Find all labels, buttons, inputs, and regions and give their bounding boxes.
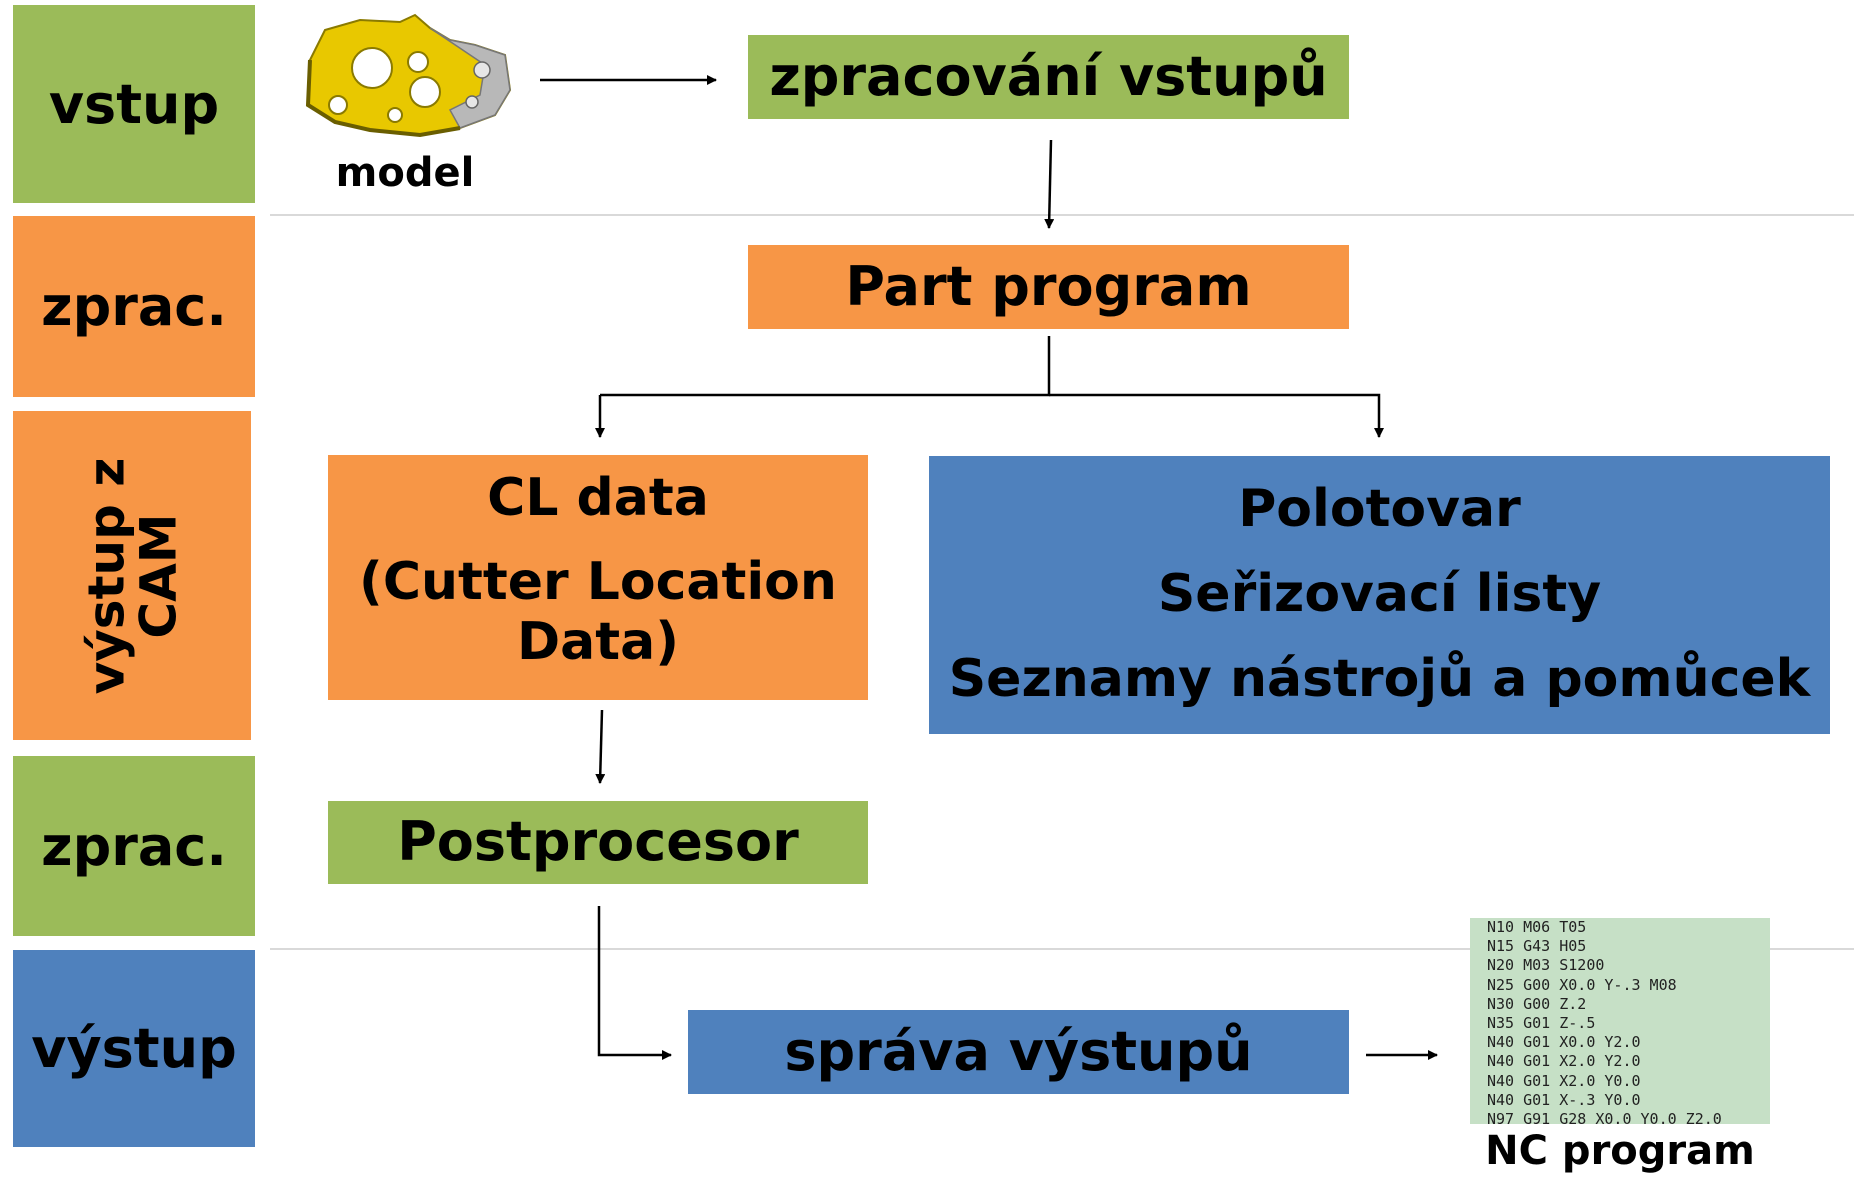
arrow-part-program-split bbox=[600, 336, 1051, 397]
lane-divider-bottom bbox=[270, 948, 1854, 950]
nc-program-caption: NC program bbox=[1485, 1128, 1755, 1174]
input-processing-label: zpracování vstupů bbox=[769, 44, 1328, 108]
lane-output-label: výstup bbox=[31, 1017, 237, 1080]
lane-processing-1-label: zprac. bbox=[41, 275, 227, 338]
output-management-box: správa výstupů bbox=[688, 1010, 1349, 1094]
nc-code-line: N35 G01 Z-.5 bbox=[1487, 1014, 1596, 1033]
seznamy-label: Seznamy nástrojů a pomůcek bbox=[948, 648, 1811, 709]
arrow-postprocesor-to-output bbox=[597, 906, 672, 1060]
arrow-cl-data-to-postprocesor bbox=[595, 709, 606, 784]
cam-outputs-box: Polotovar Seřizovací listy Seznamy nástr… bbox=[929, 456, 1830, 734]
input-processing-box: zpracování vstupů bbox=[748, 35, 1349, 119]
nc-code-line: N10 M06 T05 bbox=[1487, 918, 1587, 936]
lane-processing-1: zprac. bbox=[13, 216, 255, 397]
lane-processing-2-label: zprac. bbox=[41, 814, 227, 878]
nc-code-line: N97 G91 G28 X0.0 Y0.0 Z2.0 bbox=[1487, 1110, 1722, 1124]
part-program-box: Part program bbox=[748, 245, 1349, 329]
lane-cam-output: výstup z CAM bbox=[13, 411, 251, 740]
lane-output: výstup bbox=[13, 950, 255, 1147]
lane-divider-top bbox=[270, 214, 1854, 216]
cad-model-image bbox=[305, 13, 512, 138]
postprocesor-box: Postprocesor bbox=[328, 801, 868, 884]
lane-input-label: vstup bbox=[48, 72, 220, 136]
nc-code-line: N15 G43 H05 bbox=[1487, 937, 1587, 956]
lane-input: vstup bbox=[13, 5, 255, 203]
output-management-label: správa výstupů bbox=[784, 1019, 1253, 1083]
lane-processing-2: zprac. bbox=[13, 756, 255, 936]
nc-code-line: N20 M03 S1200 bbox=[1487, 956, 1605, 975]
serizovaci-listy-label: Seřizovací listy bbox=[1157, 564, 1602, 625]
arrow-to-cam-outputs bbox=[1049, 393, 1384, 438]
cl-data-subtitle-line1: (Cutter Location bbox=[359, 551, 837, 612]
nc-code-line: N40 G01 X2.0 Y2.0 bbox=[1487, 1052, 1641, 1071]
postprocesor-label: Postprocesor bbox=[397, 810, 799, 874]
nc-code-line: N40 G01 X-.3 Y0.0 bbox=[1487, 1090, 1641, 1109]
cl-data-title: CL data bbox=[487, 468, 709, 528]
polotovar-label: Polotovar bbox=[1238, 479, 1521, 540]
nc-code-line: N30 G00 Z.2 bbox=[1487, 994, 1587, 1013]
model-caption: model bbox=[335, 150, 475, 196]
nc-code-line: N40 G01 X0.0 Y2.0 bbox=[1487, 1033, 1641, 1052]
arrow-input-to-part-program bbox=[1044, 139, 1055, 229]
cl-data-subtitle-line2: Data) bbox=[517, 611, 679, 672]
cl-data-box: CL data (Cutter Location Data) bbox=[328, 455, 868, 700]
part-program-label: Part program bbox=[845, 254, 1252, 318]
nc-code-line: N25 G00 X0.0 Y-.3 M08 bbox=[1487, 975, 1677, 994]
nc-code-line: N40 G01 X2.0 Y0.0 bbox=[1487, 1071, 1641, 1090]
